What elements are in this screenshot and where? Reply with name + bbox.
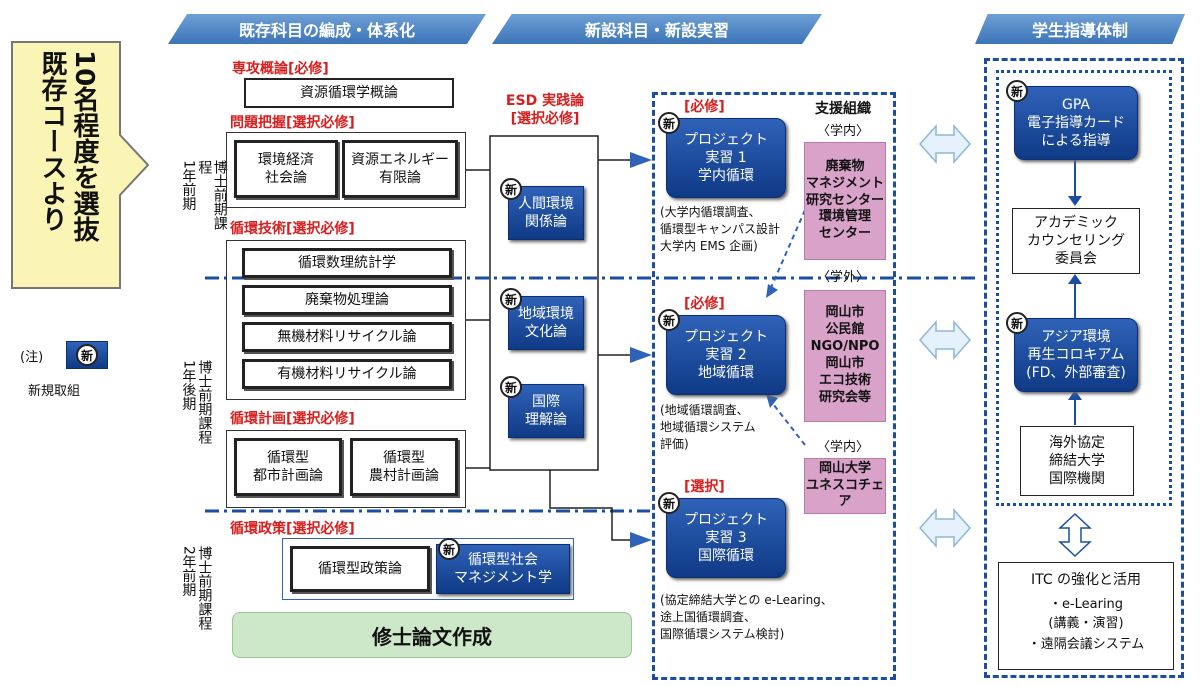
new-badge-icon: 新	[1006, 312, 1028, 334]
project1-tag: [必修]	[684, 99, 725, 115]
project2-note: (地域循環調査、 地域循環システム 評価)	[660, 403, 756, 451]
new-badge-icon: 新	[658, 112, 680, 134]
esd-intl-understanding: 国際 理解論	[508, 384, 584, 438]
legend-paren: (注)	[20, 350, 44, 365]
esd-regional-culture: 地域環境 文化論	[508, 296, 584, 350]
course-policy: 循環型政策論	[290, 546, 430, 592]
project3-box: プロジェクト 実習 3 国際循環	[666, 498, 786, 578]
itc-box: ITC の強化と活用 ・e-Learing (講義・演習) ・遠隔会議システム	[998, 562, 1174, 670]
group-policy	[282, 538, 574, 600]
label-major: 専攻概論[必修]	[232, 61, 329, 77]
new-badge-icon: 新	[500, 376, 522, 398]
gpa-box: GPA 電子指導カード による指導	[1014, 86, 1138, 160]
support-org-okayama-city: 岡山市 公民館 NGO/NPO 岡山市 エコ技術 研究会等	[804, 290, 886, 422]
project2-tag: [必修]	[684, 296, 725, 312]
new-badge-icon: 新	[658, 492, 680, 514]
selection-text: 10名程度を選抜 既存コースより	[28, 50, 108, 280]
new-badge-icon: 新	[1006, 80, 1028, 102]
guidance-inner-region	[996, 70, 1172, 506]
project3-note: (協定締結大学との e-Learing、 途上国循環調査、 国際循環システム検討…	[660, 593, 833, 641]
new-badge-icon: 新	[500, 288, 522, 310]
support-inside1: 〈学内〉	[816, 124, 869, 139]
support-title: 支援組織	[815, 101, 871, 117]
legend-caption: 新規取組	[28, 384, 81, 399]
selection-arrow	[11, 41, 150, 289]
guidance-region	[984, 58, 1184, 678]
itc-title: ITC の強化と活用	[1030, 572, 1142, 588]
course-rural-plan: 循環型 農村計画論	[350, 438, 458, 496]
selection-line1: 10名程度を選抜	[69, 50, 99, 243]
group-tech	[226, 240, 466, 400]
header-guidance: 学生指導体制	[975, 14, 1185, 44]
label-plan: 循環計画[選択必修]	[230, 411, 355, 427]
divider-1	[205, 276, 975, 280]
label-esd: ESD 実践論 [選択必修]	[505, 93, 585, 128]
project1-box: プロジェクト 実習 1 学内循環	[666, 118, 786, 198]
course-resource-energy: 資源エネルギー 有限論	[342, 140, 458, 198]
double-arrow-icon	[918, 124, 972, 164]
label-problem: 問題把握[選択必修]	[230, 115, 355, 131]
itc-item-elearning: ・e-Learing (講義・演習)	[1048, 597, 1124, 631]
selection-line2: 既存コースより	[37, 50, 67, 232]
group-problem	[226, 132, 466, 208]
double-arrow-icon	[918, 320, 972, 360]
vertical-double-arrow-icon	[1058, 512, 1092, 558]
new-badge-icon: 新	[500, 178, 522, 200]
period-1a-year: 1年前期	[180, 160, 197, 211]
period-2-year: 2年前期	[180, 546, 197, 597]
academic-counseling: アカデミック カウンセリング 委員会	[1012, 208, 1140, 274]
period-1a-course: 博士前期課程	[196, 160, 228, 230]
support-inside2: 〈学内〉	[816, 440, 869, 455]
support-outside: 〈学外〉	[816, 270, 869, 285]
course-inorganic: 無機材料リサイクル論	[242, 322, 452, 352]
course-organic: 有機材料リサイクル論	[242, 359, 452, 389]
overseas-partners: 海外協定 締結大学 国際機関	[1020, 426, 1134, 496]
course-major-intro: 資源循環学概論	[244, 78, 454, 108]
projects-region	[652, 92, 896, 680]
course-urban-plan: 循環型 都市計画論	[234, 438, 342, 496]
project3-tag: [選択]	[684, 479, 725, 495]
new-badge-icon: 新	[658, 309, 680, 331]
project2-box: プロジェクト 実習 2 地域循環	[666, 315, 786, 395]
divider-2	[205, 509, 650, 513]
new-badge-icon: 新	[438, 538, 460, 560]
group-plan	[226, 430, 466, 508]
header-existing: 既存科目の編成・体系化	[168, 14, 486, 44]
legend-new-badge: 新	[76, 344, 98, 366]
thesis-box: 修士論文作成	[232, 612, 632, 658]
period-1b-year: 1年後期	[180, 360, 197, 411]
support-org-waste-center: 廃棄物 マネジメント 研究センター 環境管理 センター	[804, 142, 886, 260]
label-tech: 循環技術[選択必修]	[230, 221, 355, 237]
double-arrow-icon	[918, 508, 972, 548]
course-env-economy: 環境経済 社会論	[234, 140, 338, 198]
support-org-unesco-chair: 岡山大学 ユネスコチェア	[804, 458, 886, 514]
period-2-course: 博士前期課程	[196, 546, 213, 630]
esd-human-env: 人間環境 関係論	[508, 186, 584, 240]
period-1b-course: 博士前期課程	[196, 360, 213, 444]
asia-colloquium: アジア環境 再生コロキアム (FD、外部審査)	[1014, 318, 1138, 392]
course-waste: 廃棄物処理論	[242, 285, 452, 315]
project1-note: (大学内循環調査、 循環型キャンパス設計 大学内 EMS 企画)	[660, 205, 781, 253]
header-new: 新設科目・新設実習	[492, 14, 822, 44]
itc-item-remote: ・遠隔会議システム	[1027, 637, 1145, 652]
label-policy: 循環政策[選択必修]	[230, 521, 355, 537]
course-stat: 循環数理統計学	[242, 248, 452, 278]
